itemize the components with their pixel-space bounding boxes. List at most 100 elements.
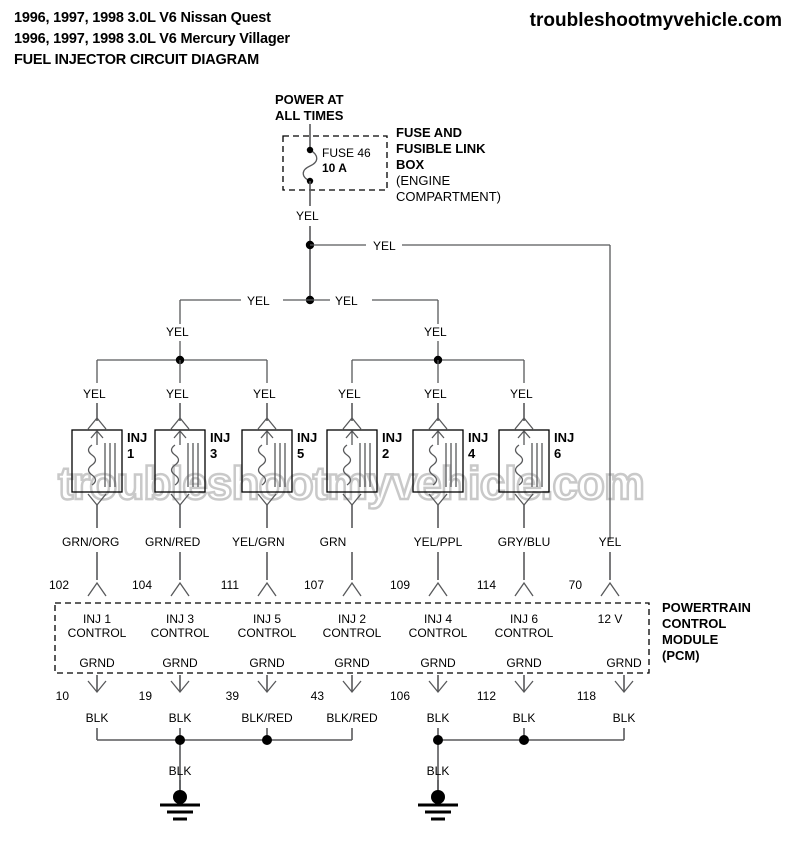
injector-body-2: [154, 429, 206, 493]
injector-column-4: YEL INJ 2 GRN 107 INJ 2 CONTROL GRND 43 …: [304, 387, 402, 740]
injector-arrow-3: [260, 430, 274, 445]
connector-out-5: [428, 493, 448, 507]
injector-column-6: YEL INJ 6 GRY/BLU 114 INJ 6 CONTROL GRND…: [477, 387, 574, 740]
injector-arrow-2: [173, 430, 187, 445]
connector-gnd-2: [170, 680, 190, 694]
injector-label-1: INJ: [127, 430, 147, 445]
injector-number-4: 2: [382, 446, 389, 461]
wire-label-feed-4: YEL: [338, 387, 361, 401]
wire-label-out-5: YEL/PPL: [414, 535, 463, 549]
connector-out-6: [514, 493, 534, 507]
connector-gnd-3: [257, 680, 277, 694]
wire-label-split-left: YEL: [247, 294, 270, 308]
power-label-line1: POWER AT: [275, 92, 344, 107]
connector-feed-5: [428, 416, 448, 430]
ground-node-left: [173, 790, 187, 804]
fuse-terminal-top: [306, 146, 314, 154]
gnd-pin-2: 19: [139, 689, 153, 703]
wire-label-split-right: YEL: [335, 294, 358, 308]
connector-pcm-power: [600, 581, 620, 597]
header-line-1: 1996, 1997, 1998 3.0L V6 Nissan Quest: [14, 10, 271, 26]
pcm-function-4-line2: CONTROL: [323, 626, 382, 640]
fuse-box-line2: FUSIBLE LINK: [396, 141, 486, 156]
gnd-wire-label-6: BLK: [513, 711, 536, 725]
gnd-wire-label-4: BLK/RED: [326, 711, 378, 725]
pcm-power-pin: 70: [569, 578, 583, 592]
pcm-ground-label-5: GRND: [420, 656, 456, 670]
wire-label-out-3: YEL/GRN: [232, 535, 285, 549]
injector-column-1: YEL INJ 1 GRN/ORG 102 INJ 1 CONTROL GRND…: [49, 387, 147, 740]
connector-out-4: [342, 493, 362, 507]
gnd-pin-3: 39: [226, 689, 240, 703]
gnd-wire-label-3: BLK/RED: [241, 711, 293, 725]
ground-bus-left-junction-b: [262, 735, 272, 745]
pcm-title-line2: CONTROL: [662, 616, 726, 631]
injector-coil-5: [428, 444, 438, 486]
pcm-ground-label-4: GRND: [334, 656, 370, 670]
gnd-wire-label-1: BLK: [86, 711, 109, 725]
pcm-power-column: YEL 70 12 V GRND 118 BLK: [569, 535, 642, 740]
pcm-title-line1: POWERTRAIN: [662, 600, 751, 615]
wire-label-out-1: GRN/ORG: [62, 535, 119, 549]
fuse-box-line3: BOX: [396, 157, 425, 172]
injector-body-6: [498, 429, 550, 493]
injector-body-1: [71, 429, 123, 493]
pcm-power-ground-label: GRND: [606, 656, 642, 670]
pcm-ground-label-2: GRND: [162, 656, 198, 670]
pcm-outline: [54, 602, 650, 674]
ground-bus-left-junction-a: [175, 735, 185, 745]
injector-arrow-1: [90, 430, 104, 445]
pcm-function-1-line2: CONTROL: [68, 626, 127, 640]
injector-column-3: YEL INJ 5 YEL/GRN 111 INJ 5 CONTROL GRND…: [221, 387, 317, 740]
injector-arrow-6: [517, 430, 531, 445]
wire-label-out-2: GRN/RED: [145, 535, 201, 549]
connector-pcm-gnd: [614, 680, 634, 694]
connector-gnd-1: [87, 680, 107, 694]
pcm-pin-1: 102: [49, 578, 69, 592]
pcm-ground-label-3: GRND: [249, 656, 285, 670]
pcm-function-2-line1: INJ 3: [166, 612, 194, 626]
pcm-function-3-line2: CONTROL: [238, 626, 297, 640]
fuse-symbol: [302, 149, 318, 182]
connector-feed-6: [514, 416, 534, 430]
injector-body-4: [326, 429, 378, 493]
connector-pcm-1: [87, 581, 107, 597]
header-line-3: FUEL INJECTOR CIRCUIT DIAGRAM: [14, 52, 260, 68]
connector-gnd-4: [342, 680, 362, 694]
wire-label-feed-3: YEL: [253, 387, 276, 401]
connector-gnd-6: [514, 680, 534, 694]
pcm-pin-4: 107: [304, 578, 324, 592]
connector-feed-4: [342, 416, 362, 430]
pcm-power-gnd-pin: 118: [577, 689, 596, 703]
pcm-pin-6: 114: [477, 578, 496, 592]
wire-label-feed-6: YEL: [510, 387, 533, 401]
connector-pcm-4: [342, 581, 362, 597]
pcm-function-5-line1: INJ 4: [424, 612, 452, 626]
pcm-pin-3: 111: [221, 578, 240, 592]
gnd-pin-5: 106: [390, 689, 410, 703]
ground-bus-right-junction-a: [433, 735, 443, 745]
ground-wire-label-left: BLK: [169, 764, 192, 778]
wire-label-out-4: GRN: [320, 535, 347, 549]
connector-feed-3: [257, 416, 277, 430]
injector-arrow-4: [345, 430, 359, 445]
wire-label-branch-right: YEL: [373, 239, 396, 253]
fuse-name: FUSE 46: [322, 146, 371, 160]
fuse-box-line1: FUSE AND: [396, 125, 462, 140]
pcm-title-line3: MODULE: [662, 632, 719, 647]
injector-number-1: 1: [127, 446, 134, 461]
gnd-wire-label-5: BLK: [427, 711, 450, 725]
wire-label-out-6: GRY/BLU: [498, 535, 550, 549]
connector-feed-1: [87, 416, 107, 430]
connector-feed-2: [170, 416, 190, 430]
pcm-power-gnd-wire: BLK: [613, 711, 636, 725]
pcm-power-function: 12 V: [598, 612, 623, 626]
wire-label-group-left: YEL: [166, 325, 189, 339]
gnd-pin-1: 10: [56, 689, 70, 703]
connector-out-1: [87, 493, 107, 507]
injector-coil-2: [170, 444, 180, 486]
site-url: troubleshootmyvehicle.com: [529, 10, 782, 31]
injector-number-3: 5: [297, 446, 304, 461]
pcm-function-2-line2: CONTROL: [151, 626, 210, 640]
